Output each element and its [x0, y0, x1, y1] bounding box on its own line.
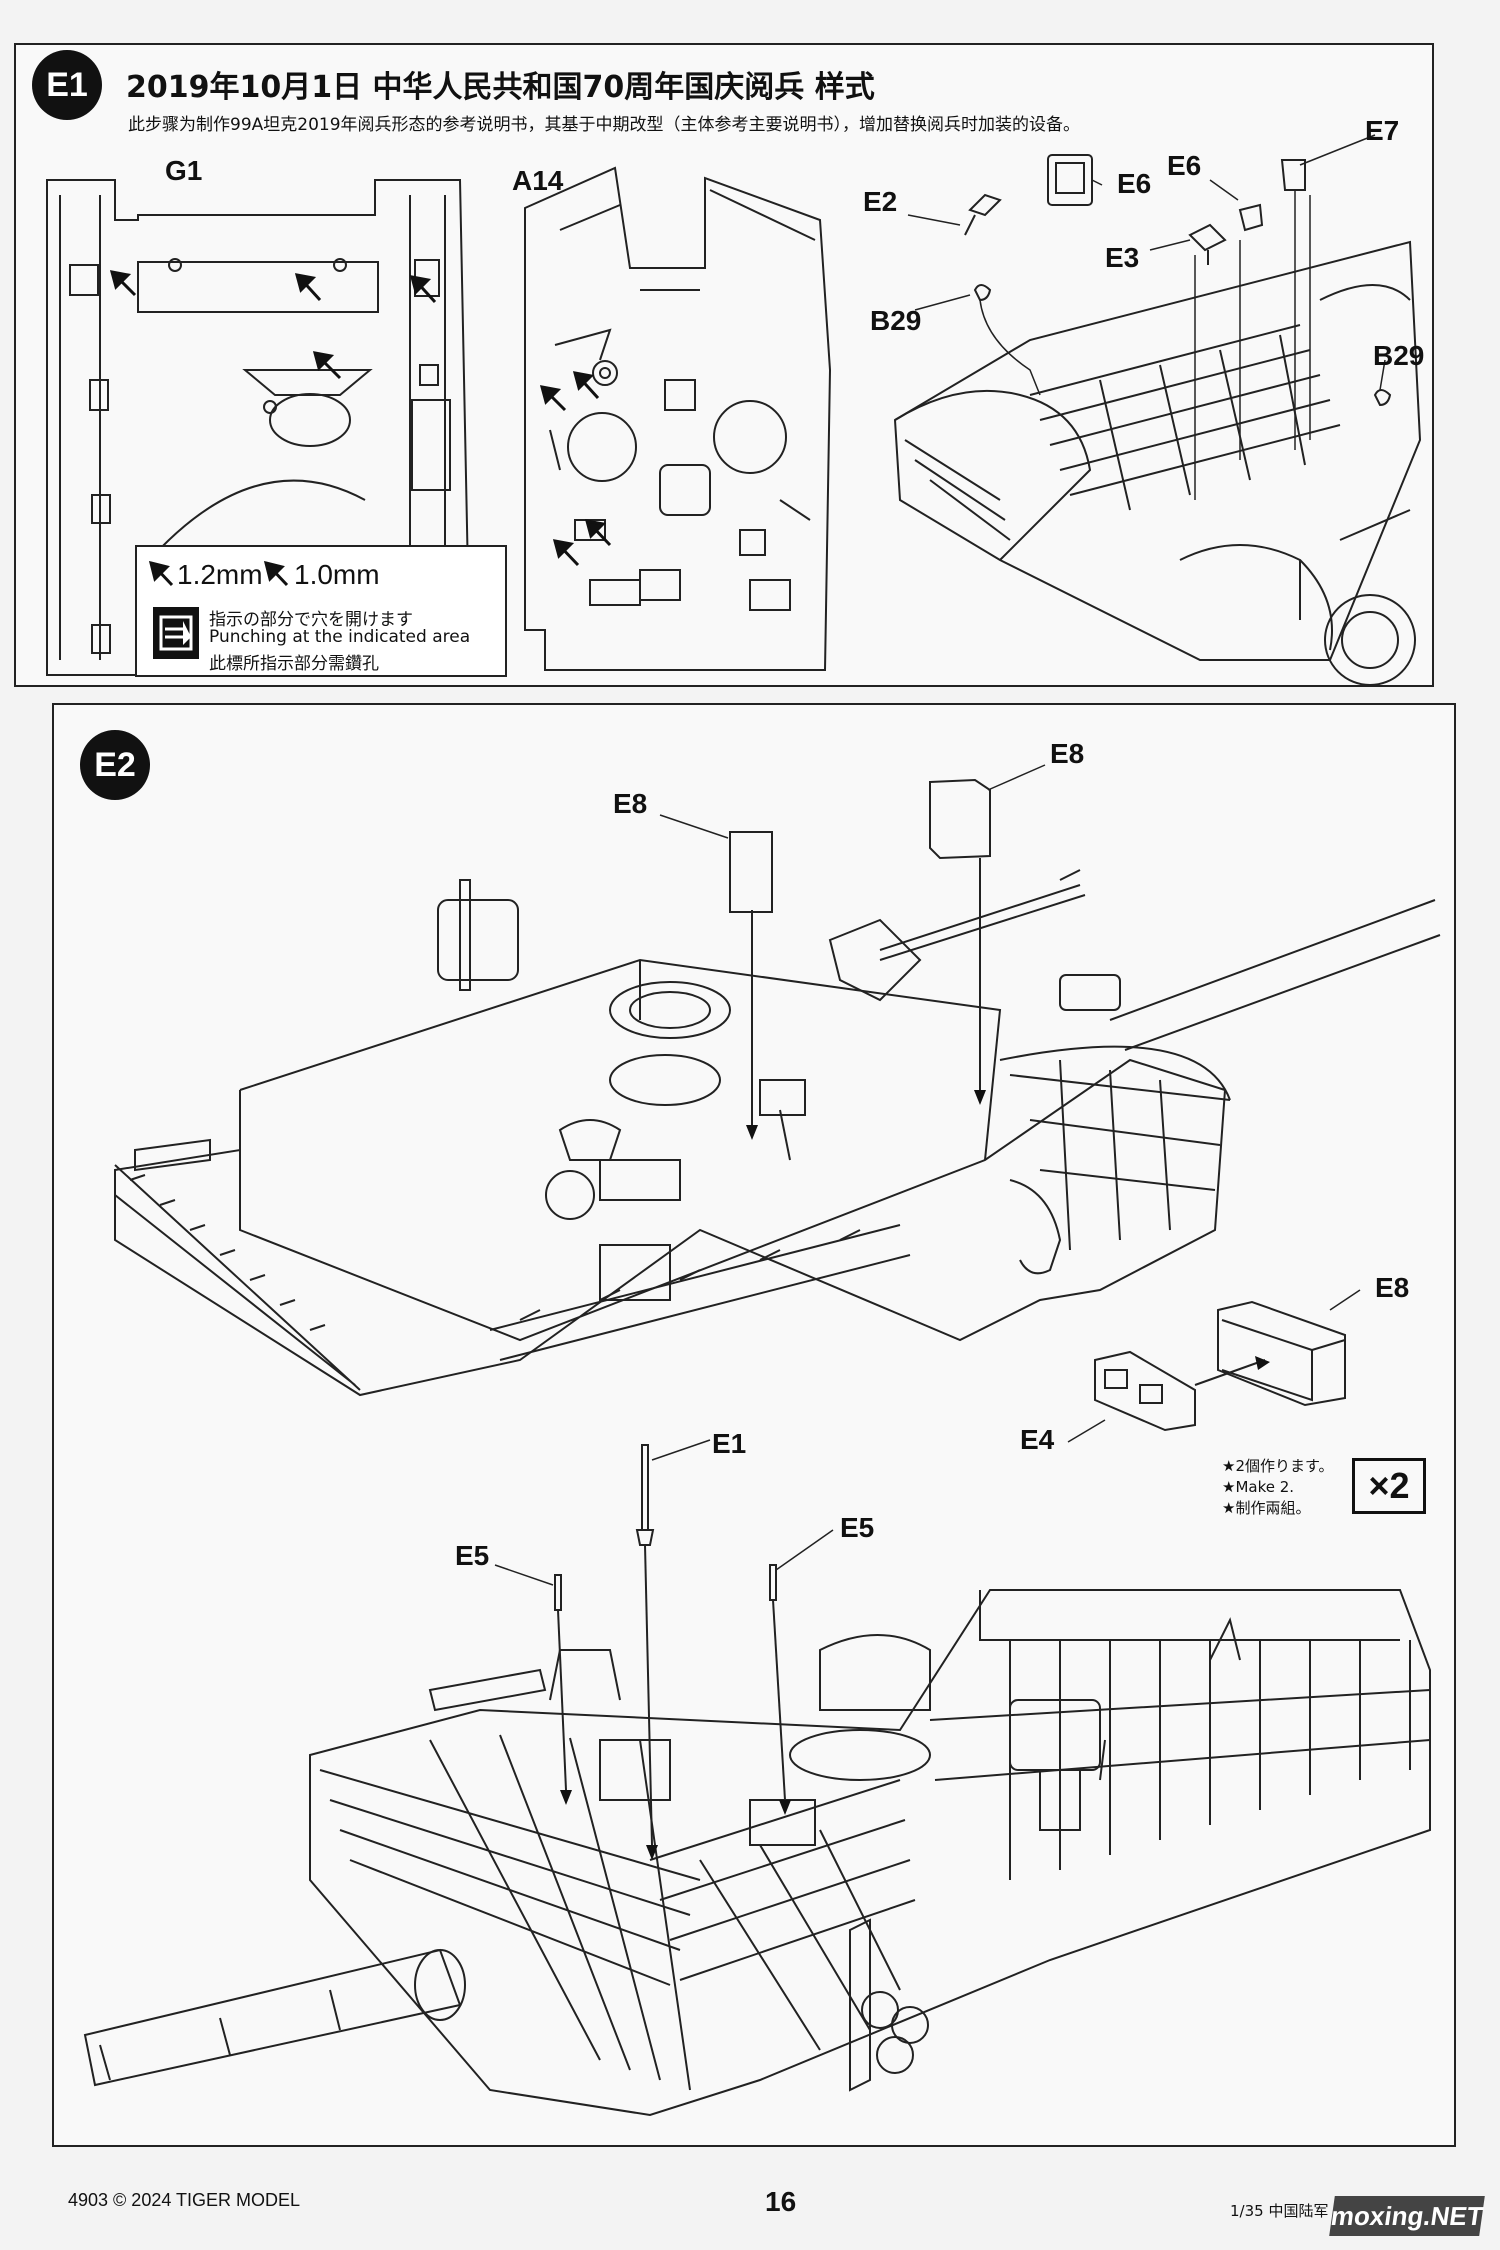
- antenna-parts: [554, 1444, 786, 1846]
- callout-e6: E6: [1117, 168, 1152, 199]
- drill-size-1-0mm: 1.0mm: [294, 559, 380, 590]
- assembly-arrow-icon: [560, 1090, 1270, 1860]
- callout-e8-sub: E8: [1375, 1272, 1410, 1303]
- legend-note-en: Punching at the indicated area: [209, 627, 471, 647]
- step-e2-panel: [52, 703, 1456, 2147]
- legend-note-zh: 此標所指示部分需鑽孔: [209, 654, 379, 674]
- make-two-note-jp: ★2個作ります。: [1222, 1457, 1334, 1475]
- page-number: 16: [765, 2186, 797, 2217]
- turret-rear-view-drawing: [114, 869, 1441, 1397]
- g1-part-drawing: [46, 179, 472, 676]
- legend-note-jp: 指示の部分で穴を開けます: [209, 610, 413, 630]
- drill-size-1-2mm: 1.2mm: [177, 559, 263, 590]
- turret-front-view-drawing: [83, 1589, 1431, 2117]
- site-watermark: moxing.NET: [1329, 2196, 1485, 2236]
- drill-arrow-icon: [148, 560, 289, 587]
- callout-b29-second: B29: [1373, 340, 1425, 371]
- callout-e2: E2: [863, 186, 898, 217]
- callout-e3: E3: [1105, 242, 1140, 273]
- a14-part-drawing: [524, 166, 832, 671]
- callout-e4: E4: [1020, 1424, 1055, 1455]
- drill-legend-box: 1.2mm 1.0mm 指示の部分で穴を開けます Punching at the…: [135, 545, 507, 677]
- callout-e5-left: E5: [455, 1540, 490, 1571]
- callout-e1: E1: [712, 1428, 747, 1459]
- make-two-note: ★2個作ります。 ★Make 2. ★制作兩組。: [1222, 1456, 1334, 1519]
- step-e1-badge: E1: [32, 50, 102, 120]
- footer-copyright: 4903 © 2024 TIGER MODEL: [68, 2190, 301, 2210]
- step-e2-illustration: [83, 764, 1441, 2117]
- drill-arrow-icon: [109, 270, 612, 567]
- tank-rear-deck-drawing: [893, 240, 1422, 686]
- callout-e7: E7: [1365, 115, 1400, 146]
- quantity-multiplier-badge: ×2: [1352, 1458, 1426, 1514]
- part-label-a14: A14: [512, 165, 564, 196]
- step-e2-badge: E2: [80, 730, 150, 800]
- callout-e6-second: E6: [1167, 150, 1202, 181]
- make-two-note-zh: ★制作兩組。: [1222, 1499, 1311, 1517]
- callout-e5-right: E5: [840, 1512, 875, 1543]
- punch-hole-icon: [153, 607, 199, 659]
- page-subtitle: 此步骤为制作99A坦克2019年阅兵形态的参考说明书，其基于中期改型（主体参考主…: [128, 115, 1081, 135]
- callout-e8-left: E8: [613, 788, 648, 819]
- e2-leader-lines: [494, 764, 1361, 1586]
- e8-e4-sub-assembly: [1094, 1300, 1346, 1432]
- e8-box-parts-upper: [729, 778, 991, 1125]
- callout-e8-right: E8: [1050, 738, 1085, 769]
- make-two-note-en: ★Make 2.: [1222, 1478, 1295, 1496]
- e1-leader-lines: [907, 134, 1386, 500]
- callout-b29: B29: [870, 305, 922, 336]
- part-label-g1: G1: [165, 155, 203, 186]
- step-e1-illustration: [46, 134, 1422, 686]
- page-title: 2019年10月1日 中华人民共和国70周年国庆阅兵 样式: [126, 70, 875, 105]
